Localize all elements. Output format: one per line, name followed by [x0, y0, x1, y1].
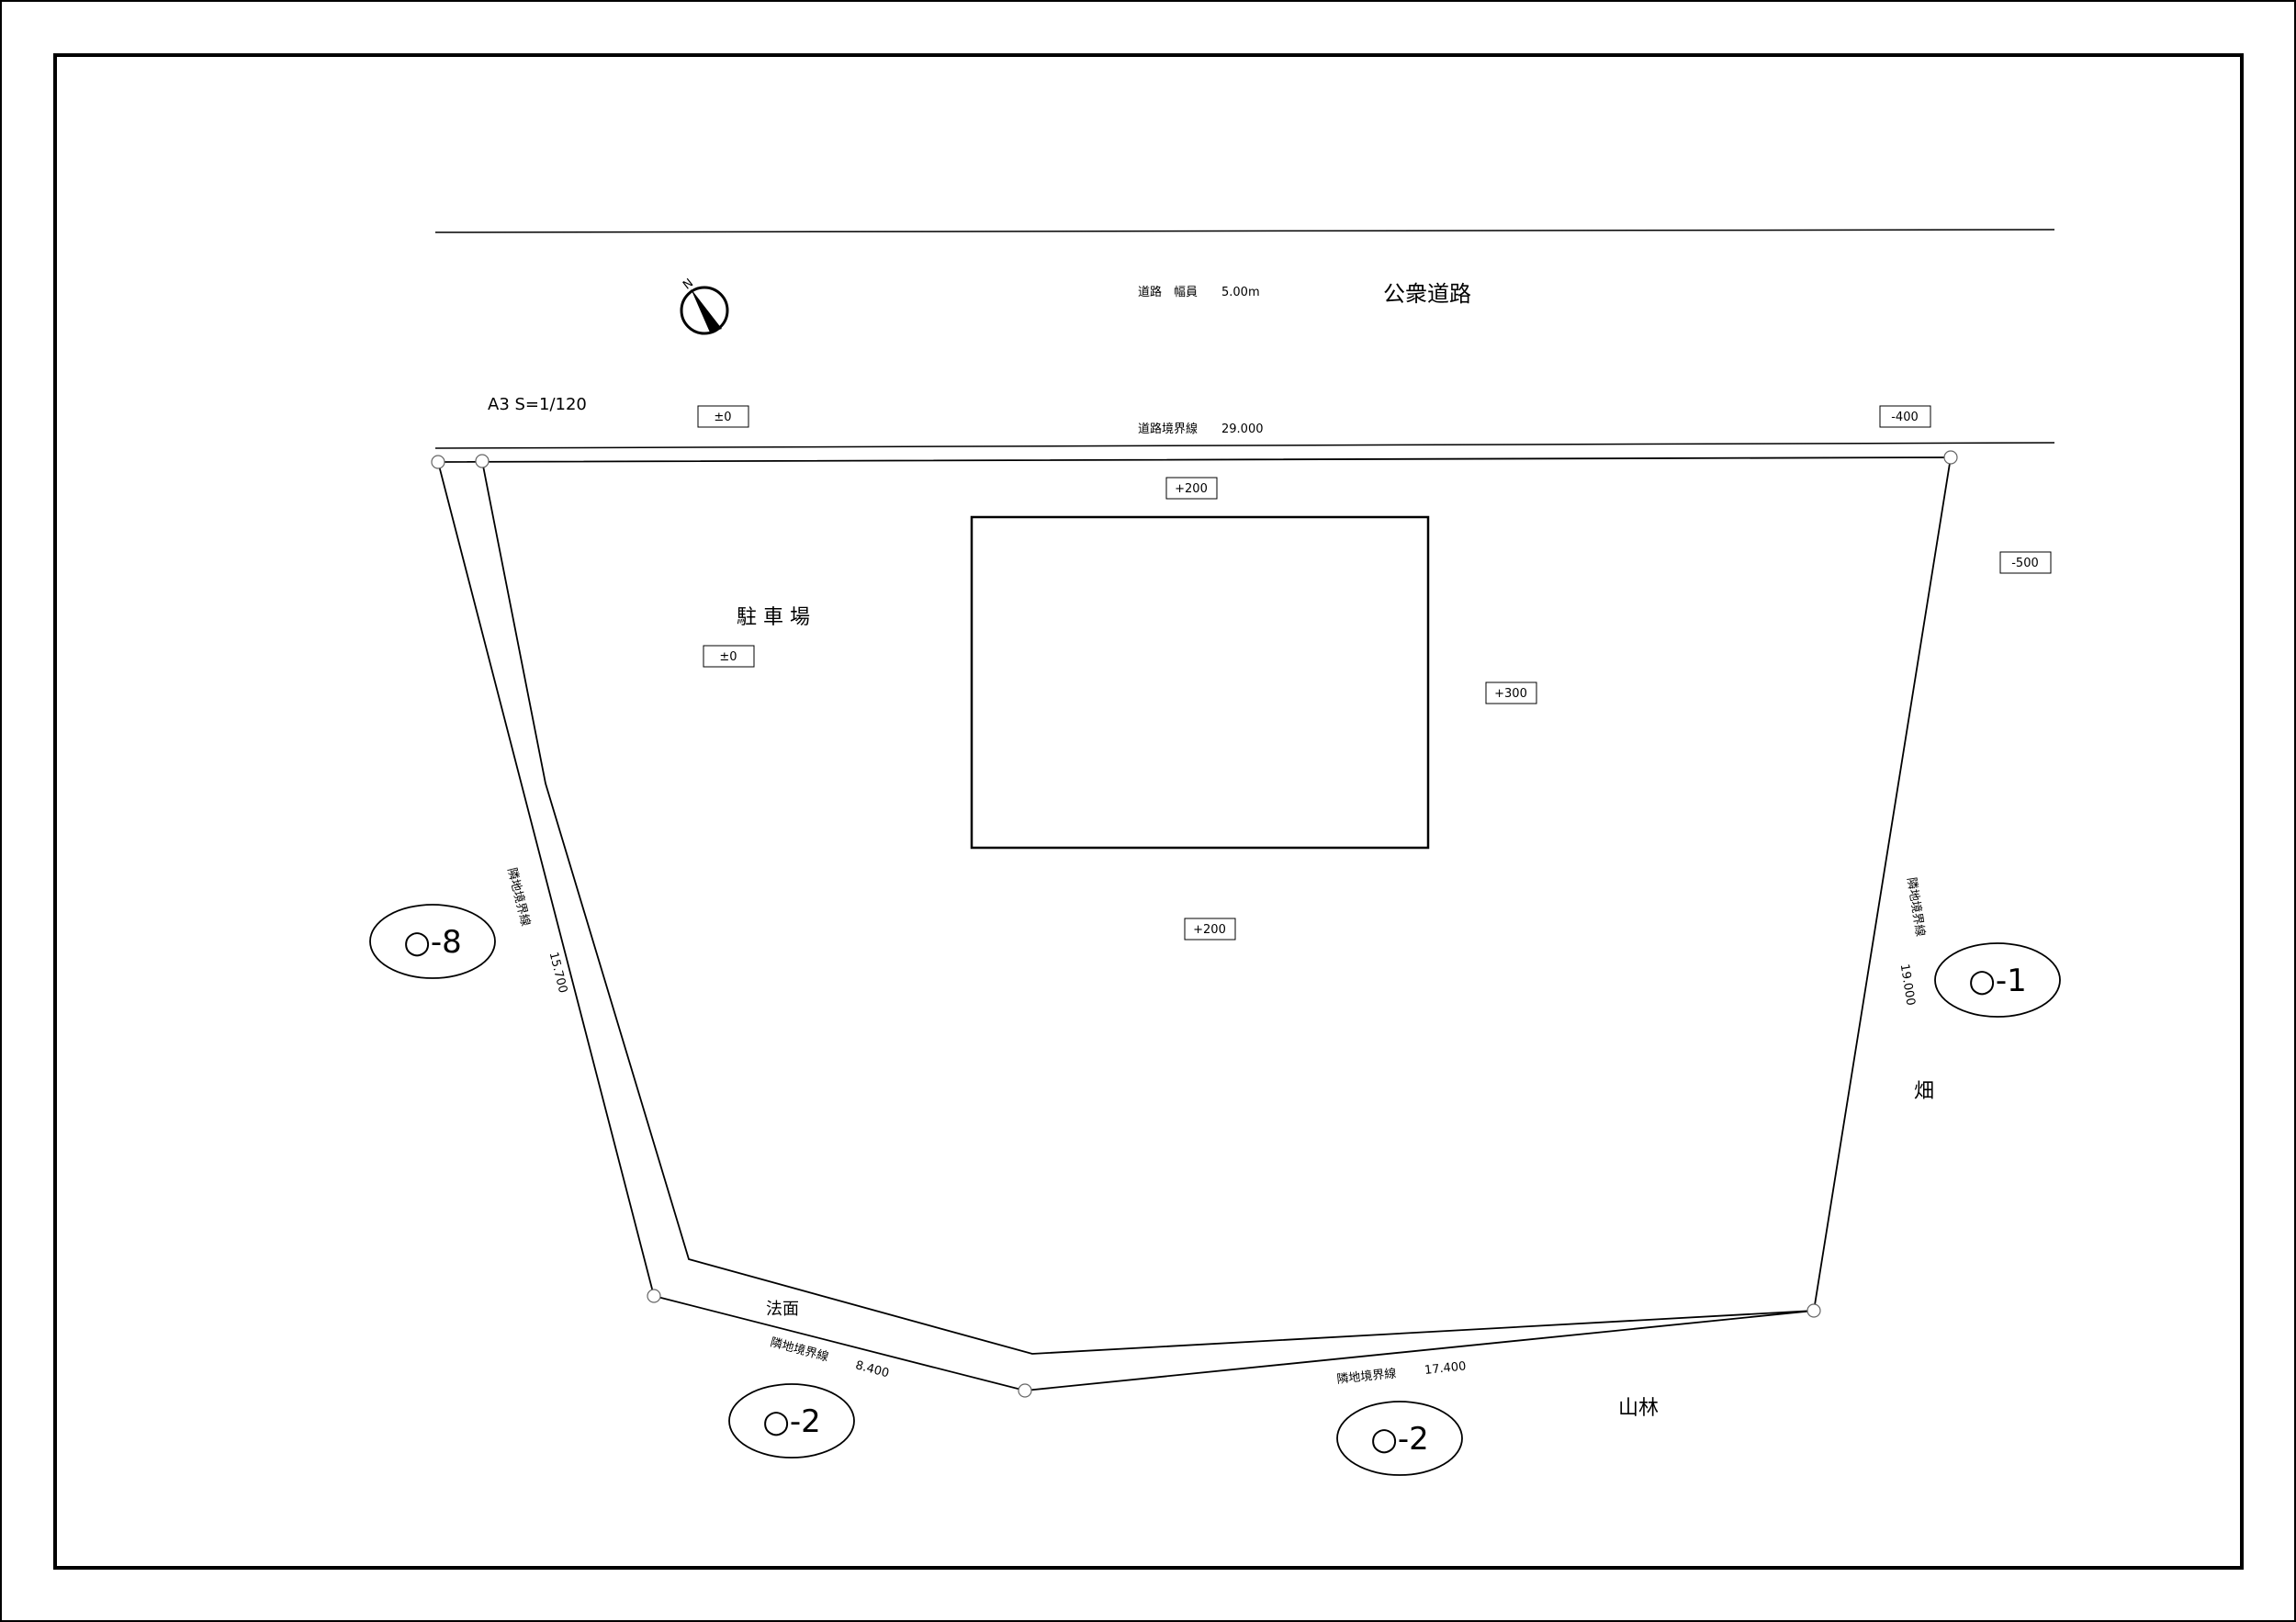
- inner-frame: [53, 53, 2244, 1570]
- svg-text:○-1: ○-1: [1968, 963, 2027, 999]
- forest-label: 山林: [1618, 1397, 1659, 1420]
- field-label: 畑: [1914, 1080, 1934, 1103]
- svg-text:+200: +200: [1175, 482, 1208, 496]
- right-boundary-annotation: 隣地境界線 19.000: [1897, 876, 1928, 1007]
- svg-text:隣地境界線: 隣地境界線: [504, 866, 533, 928]
- parking-label: 駐 車 場: [737, 606, 810, 629]
- survey-point: [1943, 450, 1958, 465]
- svg-text:○-8: ○-8: [403, 924, 462, 961]
- road-boundary-label: 道路境界線 29.000: [1138, 422, 1264, 436]
- elevation-tag-parking: ±0: [703, 645, 755, 668]
- elevation-tag-road-left: ±0: [697, 405, 749, 428]
- svg-text:+300: +300: [1494, 687, 1527, 701]
- slope-inner-line: [481, 460, 1815, 1355]
- survey-point: [475, 454, 490, 468]
- svg-text:19.000: 19.000: [1897, 963, 1918, 1007]
- survey-point: [1806, 1303, 1821, 1318]
- svg-text:+200: +200: [1193, 923, 1226, 937]
- svg-text:隣地境界線: 隣地境界線: [1336, 1366, 1397, 1387]
- elevation-tag-road-right: -400: [1879, 405, 1931, 428]
- north-arrow-icon: N: [680, 276, 729, 335]
- scale-label: A3 S=1/120: [488, 395, 587, 414]
- svg-text:-400: -400: [1891, 411, 1919, 424]
- svg-text:隣地境界線: 隣地境界線: [1904, 876, 1928, 938]
- elevation-tag-top-center: +200: [1165, 477, 1218, 500]
- road-boundary-line: [434, 442, 2055, 449]
- neighbor-lot-bottom-right: ○-2: [1336, 1401, 1463, 1476]
- svg-text:-500: -500: [2011, 557, 2039, 570]
- survey-points: [431, 450, 1958, 1398]
- neighbor-lot-right: ○-1: [1934, 942, 2061, 1018]
- elevation-tag-right-outer: -500: [1999, 551, 2052, 574]
- elevation-tag-bottom-center: +200: [1184, 918, 1236, 941]
- neighbor-lot-left: ○-8: [369, 904, 496, 979]
- survey-point: [1018, 1383, 1032, 1398]
- elevation-tag-building-right: +300: [1485, 681, 1537, 704]
- survey-point: [431, 455, 445, 469]
- bottom-left-boundary-annotation: 隣地境界線 8.400: [769, 1335, 891, 1380]
- svg-text:17.400: 17.400: [1424, 1359, 1467, 1378]
- svg-text:8.400: 8.400: [854, 1358, 891, 1380]
- svg-text:○-2: ○-2: [762, 1403, 821, 1440]
- road-far-edge: [434, 229, 2055, 233]
- bottom-right-boundary-annotation: 隣地境界線 17.400: [1336, 1359, 1467, 1387]
- site-boundary: [436, 456, 1953, 1391]
- neighbor-lot-bottom-left: ○-2: [728, 1383, 855, 1459]
- road-width-label: 道路 幅員 5.00m: [1138, 285, 1260, 299]
- svg-text:±0: ±0: [714, 411, 731, 424]
- survey-point: [647, 1289, 661, 1303]
- building-footprint: [970, 515, 1430, 850]
- road-name: 公衆道路: [1383, 281, 1471, 307]
- svg-text:○-2: ○-2: [1370, 1421, 1429, 1458]
- svg-text:±0: ±0: [719, 650, 737, 664]
- slope-label: 法面: [766, 1300, 799, 1319]
